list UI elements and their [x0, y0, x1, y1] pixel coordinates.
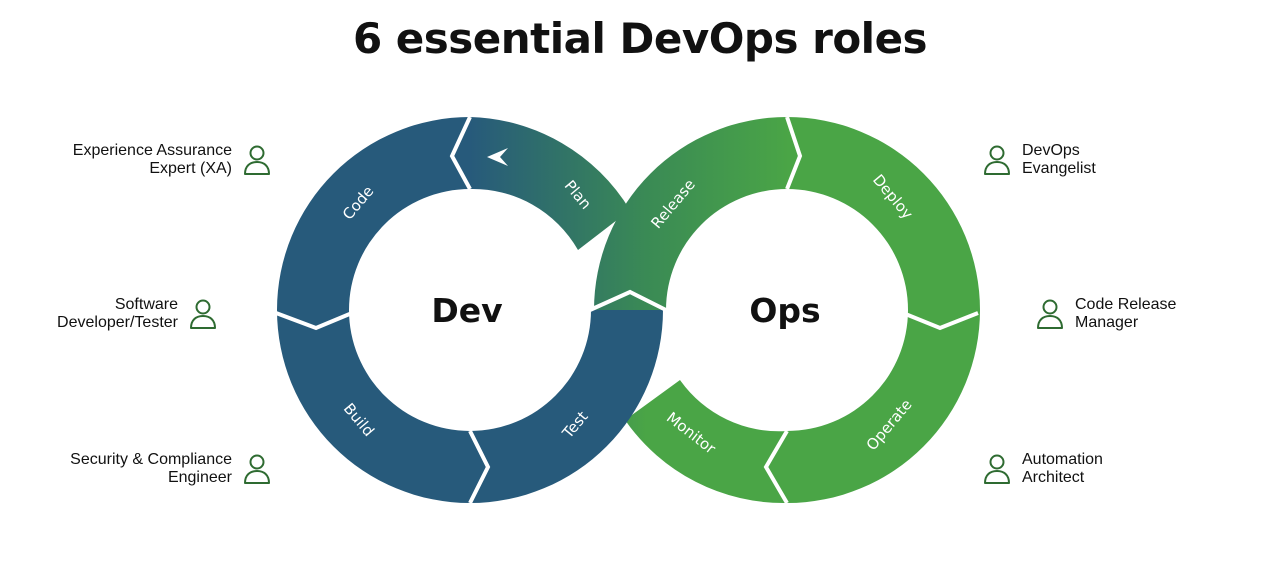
page-title: 6 essential DevOps roles: [352, 14, 928, 63]
role-experience-assurance-expert: Experience Assurance Expert (XA): [73, 142, 272, 178]
ops-ring-segment-monitor: [625, 380, 787, 504]
person-icon: [984, 454, 1010, 484]
person-icon: [984, 145, 1010, 175]
ops-ring-segment-release: [594, 117, 787, 310]
dev-ring-segment-plan: [470, 117, 630, 250]
role-name-line2: Developer/Tester: [57, 314, 178, 331]
plan-arrow-icon: [487, 148, 508, 166]
role-name-line1: Software: [114, 296, 178, 313]
dev-ring-segment-left: [277, 117, 470, 503]
dev-center-label: Dev: [431, 291, 503, 330]
role-automation-architect: Automation Architect: [982, 451, 1103, 487]
ops-ring-segment-right: [787, 117, 980, 503]
role-name-line2: Expert (XA): [149, 160, 232, 177]
role-name-line1: Automation: [1022, 451, 1103, 468]
role-name-line1: Security & Compliance: [70, 451, 232, 468]
person-icon: [244, 145, 270, 175]
ops-inner-circle: [669, 192, 905, 428]
person-icon: [190, 299, 216, 329]
ops-center-label: Ops: [749, 291, 820, 330]
role-name-line1: Experience Assurance: [72, 142, 232, 159]
person-icon: [244, 454, 270, 484]
role-name-line2: Engineer: [167, 469, 232, 486]
role-security-compliance-engineer: Security & Compliance Engineer: [70, 451, 272, 487]
role-name-line1: Code Release: [1075, 296, 1177, 313]
person-icon: [1037, 299, 1063, 329]
segment-dividers: [275, 116, 979, 505]
role-code-release-manager: Code Release Manager: [1035, 296, 1176, 332]
role-name-line2: Evangelist: [1022, 160, 1096, 177]
role-name-line2: Manager: [1075, 314, 1139, 331]
dev-inner-circle: [352, 192, 588, 428]
role-name-line2: Architect: [1022, 469, 1085, 486]
dev-ring-segment-test: [470, 310, 663, 503]
role-name-line1: DevOps: [1022, 142, 1080, 159]
role-devops-evangelist: DevOps Evangelist: [982, 142, 1096, 178]
role-software-developer-tester: Software Developer/Tester: [57, 296, 218, 332]
